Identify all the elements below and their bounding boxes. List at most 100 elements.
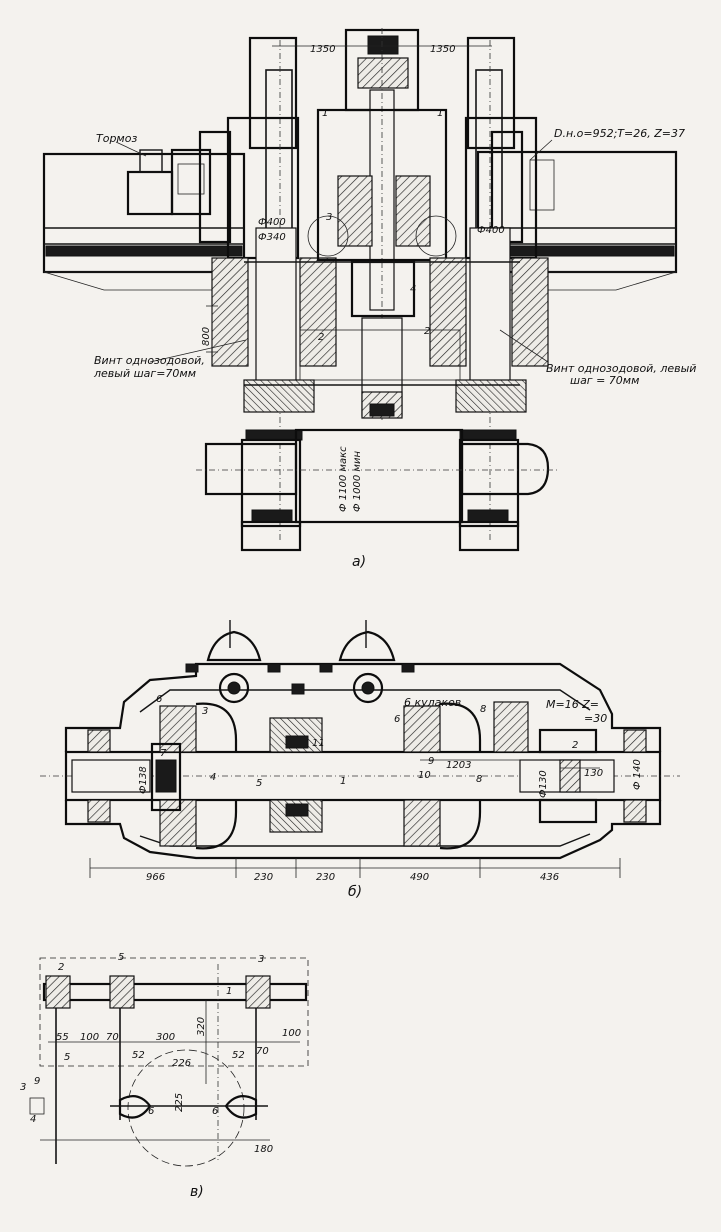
svg-text:1350: 1350: [430, 44, 455, 55]
svg-text:8: 8: [476, 774, 482, 785]
c-dim-225: 225: [174, 1093, 185, 1112]
c-dim-300: 300: [156, 1032, 175, 1043]
part-number-1b: 1: [437, 108, 443, 119]
nut-diameter-left: Ф340: [258, 232, 286, 243]
svg-text:6: 6: [148, 1106, 154, 1117]
svg-text:7: 7: [160, 748, 167, 759]
svg-text:3: 3: [326, 212, 332, 223]
svg-text:130: 130: [584, 768, 603, 779]
svg-text:Ф138: Ф138: [138, 766, 149, 794]
b-part-8: 8: [480, 704, 486, 715]
c-dim-70-a: 70: [106, 1032, 119, 1043]
b-part-4: 4: [210, 772, 216, 783]
b-part-9: 9: [428, 756, 434, 767]
svg-text:=30: =30: [584, 712, 607, 725]
svg-text:70: 70: [106, 1032, 119, 1043]
c-part-6b: 6: [212, 1106, 218, 1117]
svg-text:52: 52: [232, 1050, 245, 1061]
svg-text:Ф 1000 мин: Ф 1000 мин: [352, 451, 363, 512]
svg-text:в): в): [190, 1184, 204, 1200]
svg-text:1350: 1350: [310, 44, 335, 55]
svg-text:2: 2: [424, 326, 430, 337]
dim-490: 490: [410, 872, 429, 883]
svg-text:D.н.о=952;T=26, Z=37: D.н.о=952;T=26, Z=37: [554, 127, 685, 140]
svg-text:70: 70: [256, 1046, 269, 1057]
c-dim-320: 320: [196, 1017, 207, 1036]
c-part-5: 5: [118, 952, 124, 963]
view-c-scheme: [29, 957, 309, 1167]
b-part-11: 11: [312, 738, 325, 749]
svg-text:5: 5: [256, 778, 262, 789]
svg-text:Винт однозодовой, левый: Винт однозодовой, левый: [546, 362, 696, 375]
svg-text:1203: 1203: [446, 760, 471, 771]
svg-text:100: 100: [80, 1032, 99, 1043]
screw-diameter-left: Ф400: [258, 217, 286, 228]
svg-text:180: 180: [254, 1144, 273, 1155]
b-part-3: 3: [202, 706, 208, 717]
part-number-2: 2: [318, 332, 324, 343]
svg-text:1: 1: [437, 108, 443, 119]
view-b-labels: 6 кулаков M=16 Z= =30 Ф138 Ф130 Ф 140 12…: [138, 694, 643, 900]
view-a-stand-section: [42, 28, 678, 552]
c-part-4: 4: [30, 1114, 36, 1125]
svg-text:226: 226: [172, 1058, 191, 1069]
c-dim-70-b: 70: [256, 1046, 269, 1057]
svg-text:436: 436: [540, 872, 559, 883]
c-dim-100-a: 100: [80, 1032, 99, 1043]
svg-text:100: 100: [282, 1028, 301, 1039]
svg-text:2: 2: [318, 332, 324, 343]
svg-text:6: 6: [156, 694, 162, 705]
svg-text:2: 2: [572, 740, 578, 751]
c-part-6: 6: [148, 1106, 154, 1117]
svg-text:2: 2: [58, 962, 64, 973]
dim-436: 436: [540, 872, 559, 883]
svg-text:230: 230: [316, 872, 335, 883]
spacing-right-dim: 1350: [430, 44, 455, 55]
gear-spec-label: D.н.о=952;T=26, Z=37: [554, 127, 685, 140]
svg-text:Тормоз: Тормоз: [96, 132, 137, 145]
roll-max-diameter: Ф 1100 макс: [338, 446, 349, 512]
svg-text:4: 4: [30, 1114, 36, 1125]
svg-text:Ф400: Ф400: [258, 217, 286, 228]
part-number-1: 1: [322, 108, 328, 119]
svg-text:11: 11: [312, 738, 325, 749]
gear-module-label: M=16 Z=: [546, 698, 599, 711]
svg-text:Ф 1100 макс: Ф 1100 макс: [338, 446, 349, 512]
svg-text:4: 4: [210, 772, 216, 783]
svg-text:225: 225: [174, 1093, 185, 1112]
svg-text:300: 300: [156, 1032, 175, 1043]
svg-text:55: 55: [56, 1032, 69, 1043]
view-c-caption: в): [190, 1184, 204, 1200]
svg-text:230: 230: [254, 872, 273, 883]
view-a-caption: а): [352, 554, 366, 570]
b-part-7: 7: [160, 748, 167, 759]
shaft-d130: Ф130: [538, 770, 549, 798]
svg-text:3: 3: [202, 706, 208, 717]
svg-text:5: 5: [118, 952, 124, 963]
svg-text:9: 9: [34, 1076, 40, 1087]
svg-text:490: 490: [410, 872, 429, 883]
svg-text:б): б): [348, 884, 362, 900]
svg-text:левый шаг=70мм: левый шаг=70мм: [93, 367, 196, 380]
svg-text:6: 6: [394, 714, 400, 725]
shaft-d140: Ф 140: [632, 759, 643, 790]
dim-230-b: 230: [316, 872, 335, 883]
b-part-1: 1: [340, 776, 346, 787]
shaft-d138: Ф138: [138, 766, 149, 794]
svg-text:1: 1: [226, 986, 232, 997]
svg-text:966: 966: [146, 872, 165, 883]
view-b-camshaft-section: [40, 620, 680, 878]
height-dim: 800: [201, 327, 212, 346]
b-part-2: 2: [572, 740, 578, 751]
view-c-labels: 2 5 3 1 5 6 6 3 9 4 320 55 100 70 300 52…: [20, 952, 301, 1200]
svg-text:6 кулаков: 6 кулаков: [404, 696, 461, 709]
right-screw-note-2: шаг = 70мм: [570, 374, 639, 387]
left-screw-note-1: Винт однозодовой,: [94, 354, 205, 367]
b-part-6b: 6: [394, 714, 400, 725]
part-number-2b: 2: [424, 326, 430, 337]
dim-230-a: 230: [254, 872, 273, 883]
c-dim-52-b: 52: [232, 1050, 245, 1061]
svg-text:Ф130: Ф130: [538, 770, 549, 798]
svg-text:6: 6: [212, 1106, 218, 1117]
